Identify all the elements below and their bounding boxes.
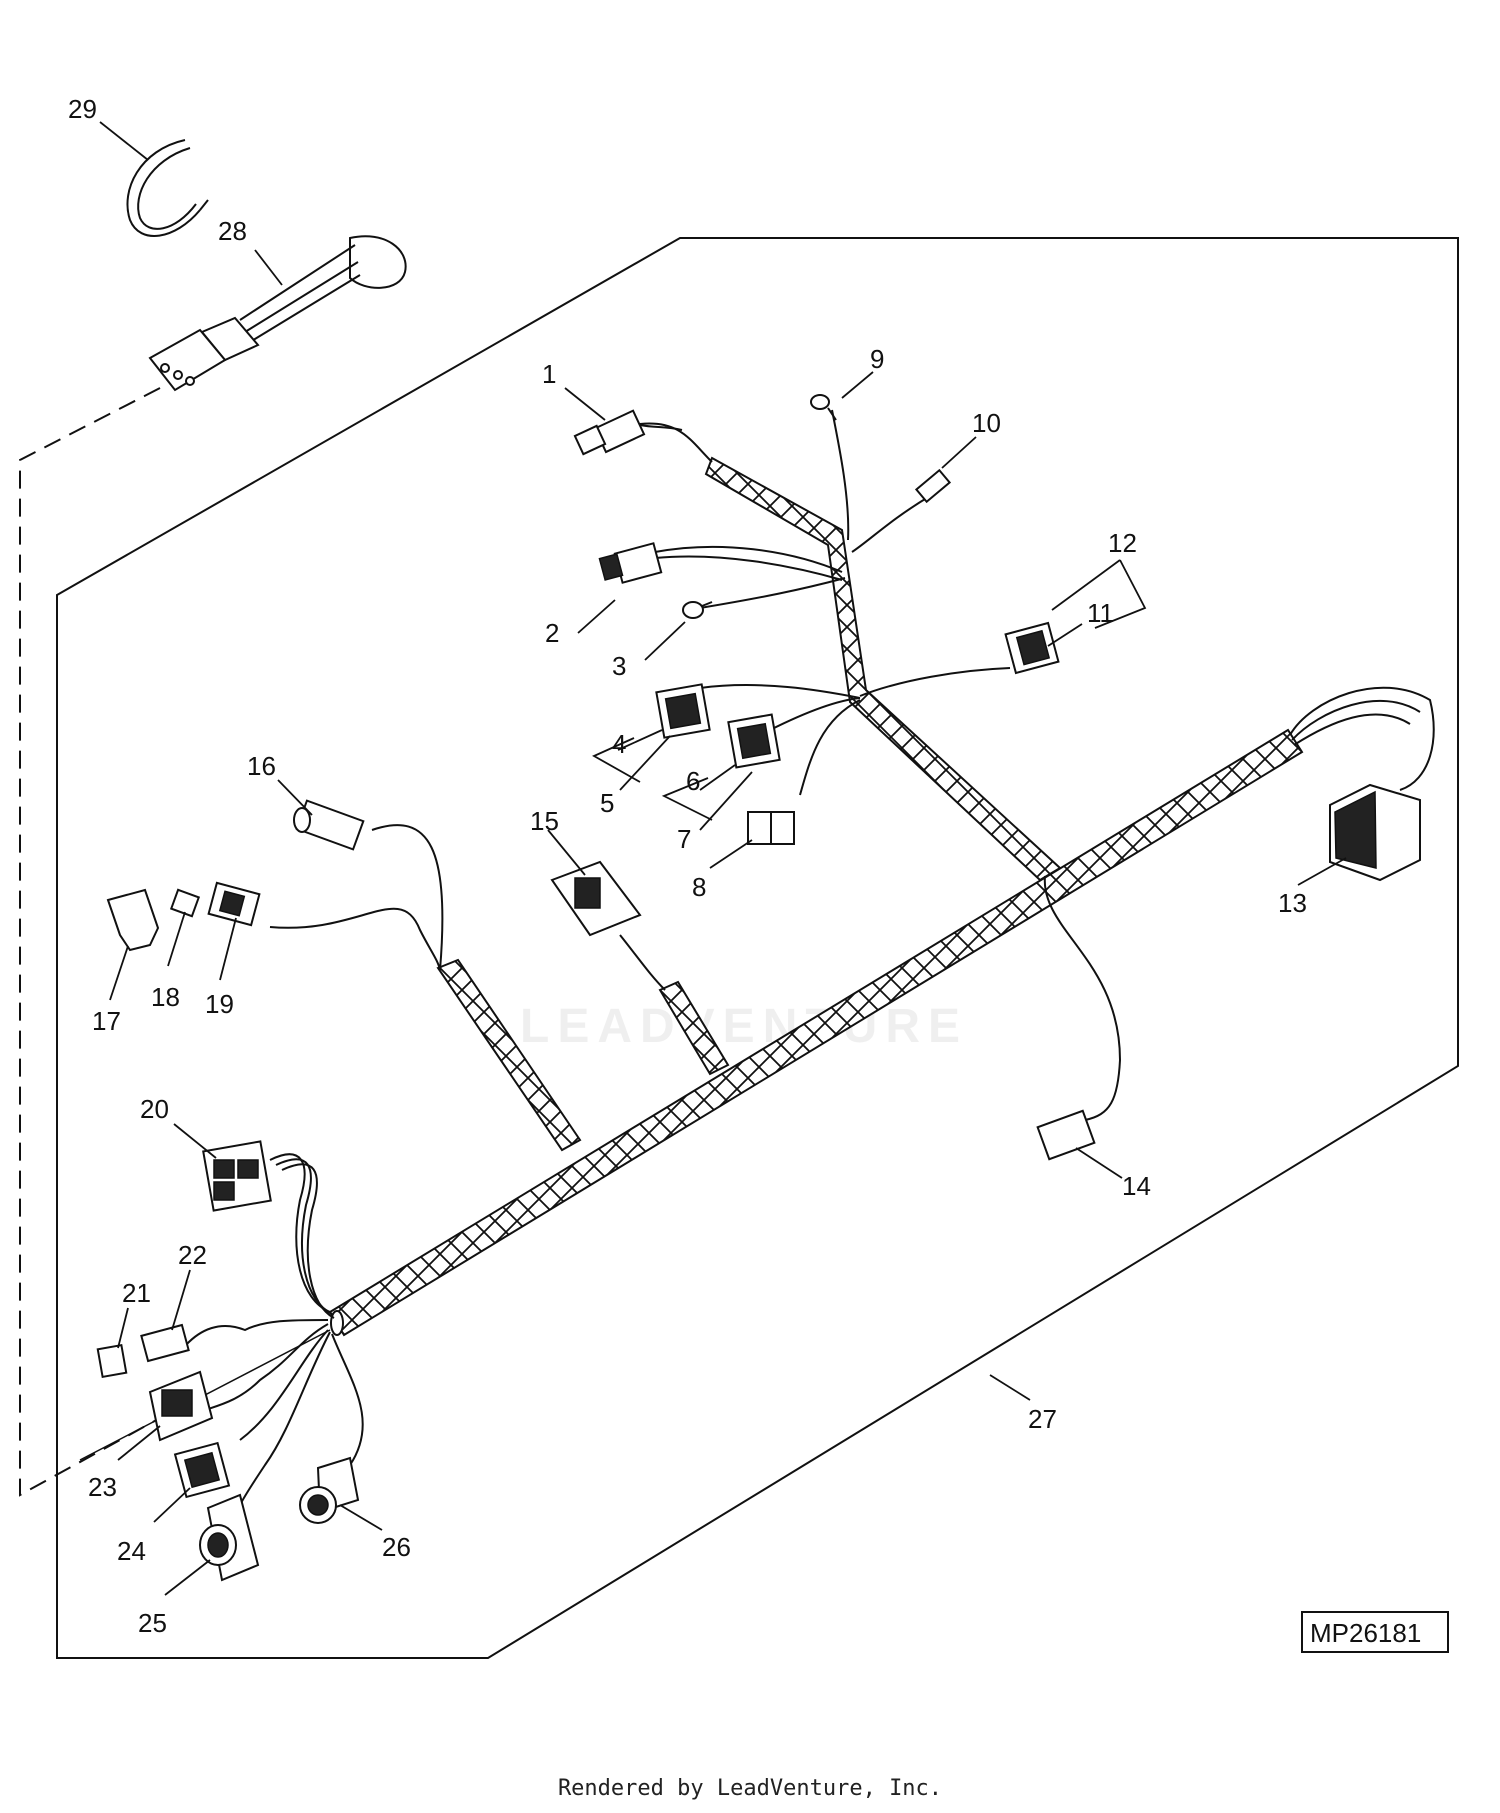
callout-29: 29 <box>68 94 97 124</box>
callout-2: 2 <box>545 618 559 648</box>
connector-23 <box>148 1370 214 1442</box>
terminal-18 <box>169 888 201 918</box>
callout-15: 15 <box>530 806 559 836</box>
diagram-code: MP26181 <box>1301 1611 1449 1653</box>
callout-labels: 1 9 10 12 11 2 3 4 5 6 7 8 13 14 15 16 1… <box>68 94 1307 1638</box>
frame-outline <box>56 237 1459 1659</box>
callout-17: 17 <box>92 1006 121 1036</box>
callout-1: 1 <box>542 359 556 389</box>
callout-12: 12 <box>1108 528 1137 558</box>
callout-11: 11 <box>1087 598 1114 628</box>
watermark: LEADVENTURE <box>520 1000 968 1053</box>
socket-26 <box>299 1456 360 1524</box>
callout-24: 24 <box>117 1536 146 1566</box>
callout-18: 18 <box>151 982 180 1012</box>
callout-26: 26 <box>382 1532 411 1562</box>
callout-25: 25 <box>138 1608 167 1638</box>
connector-10 <box>914 468 952 504</box>
connector-20 <box>202 1140 272 1212</box>
callout-4: 4 <box>612 729 626 759</box>
dashed-reference-line <box>19 387 161 1497</box>
main-harness-trunk <box>328 456 1304 1337</box>
callout-27: 27 <box>1028 1404 1057 1434</box>
terminal-21 <box>96 1343 128 1379</box>
socket-25 <box>199 1493 260 1582</box>
footer-credit: Rendered by LeadVenture, Inc. <box>557 1776 943 1801</box>
callout-22: 22 <box>178 1240 207 1270</box>
callout-10: 10 <box>972 408 1001 438</box>
diagram-code-text: MP26181 <box>1310 1618 1421 1648</box>
connector-14 <box>1036 1109 1096 1161</box>
callout-8: 8 <box>692 872 706 902</box>
pigtail-connector-28 <box>148 235 407 392</box>
callout-23: 23 <box>88 1472 117 1502</box>
callout-13: 13 <box>1278 888 1307 918</box>
callout-19: 19 <box>205 989 234 1019</box>
connector-4-5 <box>655 683 711 739</box>
callout-7: 7 <box>677 824 691 854</box>
callout-9: 9 <box>870 344 884 374</box>
connector-24 <box>173 1441 231 1499</box>
connector-6-7 <box>727 713 781 769</box>
harness-wires <box>79 409 1435 1506</box>
callout-16: 16 <box>247 751 276 781</box>
ring-terminal-9 <box>810 394 837 421</box>
connector-15 <box>550 860 642 937</box>
connector-2 <box>598 542 663 584</box>
connector-block-13 <box>1329 783 1421 882</box>
connector-19 <box>207 881 261 927</box>
ring-terminal-3 <box>682 601 713 619</box>
leader-lines <box>99 121 1347 1596</box>
callout-3: 3 <box>612 651 626 681</box>
clamp-ring-29 <box>126 139 209 237</box>
connector-8 <box>747 811 795 845</box>
callout-5: 5 <box>600 788 614 818</box>
connector-1 <box>573 409 683 456</box>
callout-6: 6 <box>686 766 700 796</box>
terminal-22 <box>140 1323 190 1363</box>
callout-20: 20 <box>140 1094 169 1124</box>
callout-14: 14 <box>1122 1171 1151 1201</box>
terminal-17 <box>106 888 160 952</box>
callout-28: 28 <box>218 216 247 246</box>
callout-21: 21 <box>122 1278 151 1308</box>
connector-11-12 <box>1004 621 1060 675</box>
connector-16 <box>293 799 365 851</box>
